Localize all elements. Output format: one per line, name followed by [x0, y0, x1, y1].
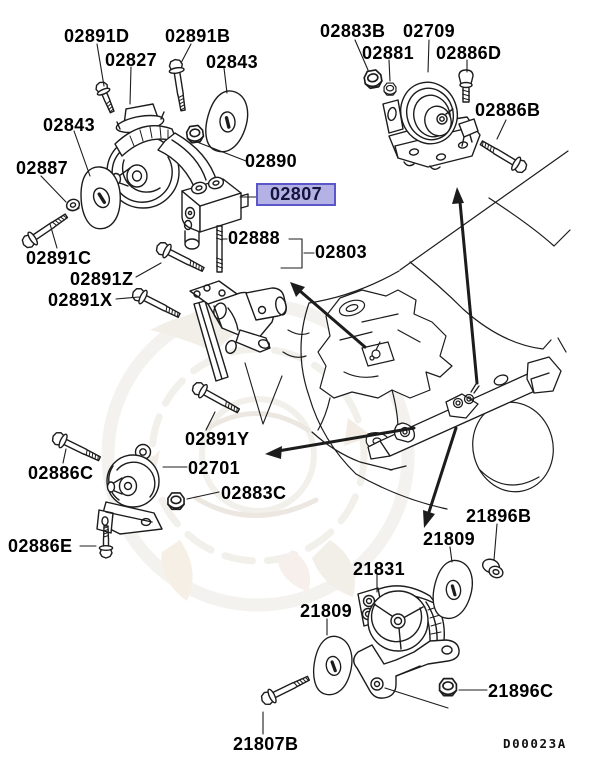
part-label-02701[interactable]: 02701 — [188, 458, 241, 478]
part-label-21896c[interactable]: 21896C — [488, 681, 554, 701]
leader-lines — [40, 39, 507, 735]
nut-02883b-drawing — [362, 68, 384, 90]
nut-21896c-drawing — [438, 677, 458, 697]
part-label-02843-left[interactable]: 02843 — [43, 115, 96, 135]
damper-21809-right-drawing — [426, 555, 479, 624]
part-label-02807-highlighted[interactable]: 02807 — [256, 183, 336, 206]
part-label-02886d[interactable]: 02886D — [436, 43, 502, 63]
part-label-02886e[interactable]: 02886E — [8, 536, 73, 556]
part-label-02887[interactable]: 02887 — [16, 158, 69, 178]
part-label-02890[interactable]: 02890 — [245, 151, 298, 171]
bolt-02891y-drawing — [189, 378, 243, 418]
bolt-02891x-drawing — [129, 284, 184, 323]
stud-02888-drawing — [216, 225, 223, 273]
pointer-arrows — [265, 187, 479, 528]
bolt-02886c-drawing — [49, 428, 104, 467]
part-label-02883b[interactable]: 02883B — [320, 21, 386, 41]
part-label-02843-top[interactable]: 02843 — [206, 52, 259, 72]
car-body-drawing — [282, 150, 571, 510]
part-label-02891x[interactable]: 02891X — [48, 290, 113, 310]
engine-mount-02709-drawing — [382, 81, 481, 170]
diagram-code: D00023A — [503, 736, 567, 751]
bolt-02891c-drawing — [18, 209, 72, 252]
engine-mount-02701-drawing — [96, 443, 163, 535]
washer-02887-drawing — [65, 198, 81, 212]
nut-02881-drawing — [383, 82, 397, 96]
crossmember-drawing — [367, 356, 562, 471]
part-label-21807b[interactable]: 21807B — [233, 734, 299, 754]
nut-21896b-drawing — [481, 558, 504, 579]
bolt-21807b-drawing — [258, 670, 313, 709]
bracket-02803-drawing — [189, 280, 287, 382]
part-label-21896b[interactable]: 21896B — [466, 506, 532, 526]
part-label-02827[interactable]: 02827 — [105, 50, 158, 70]
bolt-02891b-drawing — [166, 57, 192, 113]
part-label-02891z[interactable]: 02891Z — [70, 269, 134, 289]
bolt-02886d-drawing — [458, 69, 474, 103]
part-label-21809-left[interactable]: 21809 — [300, 601, 353, 621]
part-label-02881[interactable]: 02881 — [362, 43, 415, 63]
part-label-02886c[interactable]: 02886C — [28, 463, 94, 483]
part-label-02891c[interactable]: 02891C — [26, 248, 92, 268]
engine-mount-02807-drawing — [106, 103, 249, 250]
part-label-02891b[interactable]: 02891B — [165, 26, 231, 46]
part-label-02888[interactable]: 02888 — [228, 228, 281, 248]
part-label-02883c[interactable]: 02883C — [221, 483, 287, 503]
part-label-21831[interactable]: 21831 — [353, 559, 406, 579]
part-label-02886b[interactable]: 02886B — [475, 100, 541, 120]
nut-02883c-drawing — [167, 492, 185, 511]
bolt-02886b-drawing — [476, 135, 531, 177]
part-label-02709[interactable]: 02709 — [403, 21, 456, 41]
part-label-02803[interactable]: 02803 — [315, 242, 368, 262]
part-label-21809-right[interactable]: 21809 — [423, 529, 476, 549]
part-label-02891y[interactable]: 02891Y — [185, 429, 250, 449]
part-label-02891d[interactable]: 02891D — [64, 26, 130, 46]
nut-02890-drawing — [185, 124, 205, 145]
damper-21809-left-drawing — [308, 632, 357, 699]
bolt-02891d-drawing — [92, 79, 119, 116]
